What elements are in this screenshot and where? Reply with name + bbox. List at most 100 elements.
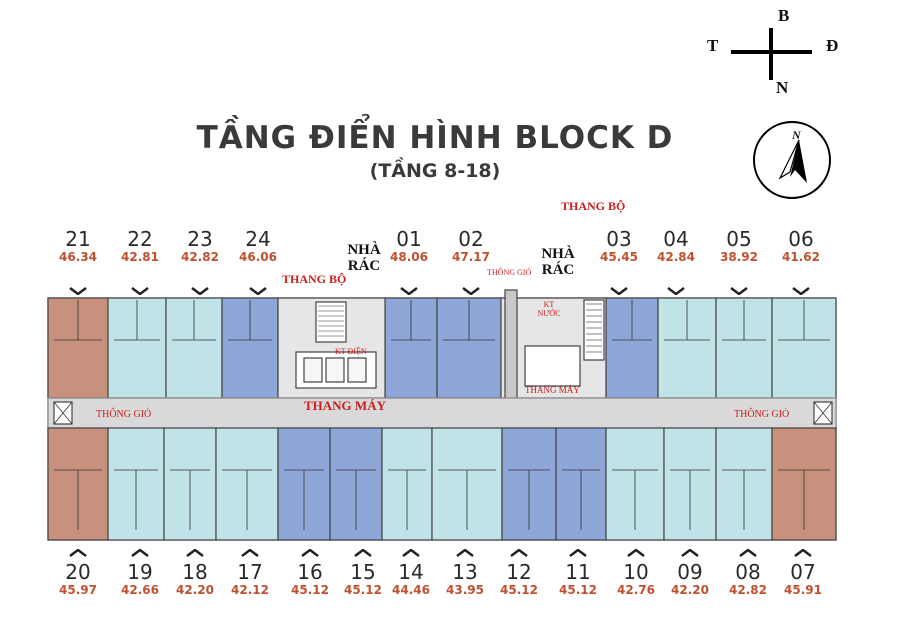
- ventilation-label-right: THÔNG GIÓ: [734, 409, 790, 420]
- unit-number: 12: [506, 560, 532, 584]
- compass-north-label: B: [778, 6, 790, 25]
- unit-number: 18: [182, 560, 208, 584]
- unit-number: 10: [623, 560, 649, 584]
- unit-number: 21: [65, 227, 91, 251]
- unit-number: 11: [565, 560, 591, 584]
- chevron-up-icon: [186, 549, 204, 557]
- chevron-up-icon: [627, 549, 645, 557]
- chevron-up-icon: [69, 549, 87, 557]
- chevron-up-icon: [354, 549, 372, 557]
- unit-area: 42.84: [657, 250, 695, 264]
- elevator-label-left: THANG MÁY: [304, 398, 386, 413]
- ventilation-label-middle: THÔNG GIÓ: [487, 268, 532, 277]
- unit-area: 42.66: [121, 583, 159, 597]
- chevron-down-icon: [462, 287, 480, 295]
- unit-number: 15: [350, 560, 376, 584]
- compass-cross: [731, 28, 812, 80]
- garbage-room-label-right: NHÀ RÁC: [541, 246, 575, 278]
- chevron-down-icon: [667, 287, 685, 295]
- unit-area: 42.82: [181, 250, 219, 264]
- unit-area: 45.91: [784, 583, 822, 597]
- unit-area: 42.76: [617, 583, 655, 597]
- chevron-up-icon: [131, 549, 149, 557]
- vent-cross: [53, 401, 73, 425]
- elevator-car: [325, 357, 345, 383]
- unit-area: 47.17: [452, 250, 490, 264]
- ventilation-shaft-middle: [504, 289, 518, 401]
- unit-area: 45.12: [344, 583, 382, 597]
- unit-area: 44.46: [392, 583, 430, 597]
- ventilation-label-left: THÔNG GIÓ: [96, 409, 152, 420]
- unit-area: 42.20: [671, 583, 709, 597]
- unit-area: 45.97: [59, 583, 97, 597]
- unit-area: 42.20: [176, 583, 214, 597]
- elevator-car: [347, 357, 367, 383]
- north-arrow-label: N: [792, 128, 801, 142]
- chevron-up-icon: [569, 549, 587, 557]
- unit-number: 07: [790, 560, 816, 584]
- chevron-down-icon: [610, 287, 628, 295]
- unit-area: 45.45: [600, 250, 638, 264]
- stairwell-right: [583, 299, 605, 361]
- chevron-down-icon: [730, 287, 748, 295]
- unit-area: 38.92: [720, 250, 758, 264]
- page-subtitle: (TẦNG 8-18): [369, 160, 501, 182]
- unit-number: 20: [65, 560, 91, 584]
- chevron-down-icon: [400, 287, 418, 295]
- elevator-shafts-right: [524, 345, 581, 387]
- unit-area: 45.12: [559, 583, 597, 597]
- chevron-down-icon: [792, 287, 810, 295]
- unit-number: 19: [127, 560, 153, 584]
- unit-number: 05: [726, 227, 752, 251]
- unit-area: 43.95: [446, 583, 484, 597]
- unit-area: 46.06: [239, 250, 277, 264]
- vent-cross: [813, 401, 833, 425]
- compass-west-label: T: [707, 36, 719, 55]
- unit-area: 42.82: [729, 583, 767, 597]
- unit-number: 24: [245, 227, 271, 251]
- unit-number: 16: [297, 560, 323, 584]
- unit-area: 42.81: [121, 250, 159, 264]
- page-title: TẦNG ĐIỂN HÌNH BLOCK D: [196, 120, 674, 156]
- chevron-up-icon: [510, 549, 528, 557]
- stair-label-left: THANG BỘ: [282, 272, 347, 286]
- compass-south-label: N: [776, 78, 789, 97]
- elevator-label-right: THANG MÁY: [525, 385, 580, 395]
- unit-number: 14: [398, 560, 424, 584]
- electric-room-label: KT ĐIỆN: [335, 347, 367, 356]
- chevron-up-icon: [456, 549, 474, 557]
- unit-area: 42.12: [231, 583, 269, 597]
- unit-area: 48.06: [390, 250, 428, 264]
- unit-number: 17: [237, 560, 263, 584]
- chevron-up-icon: [739, 549, 757, 557]
- unit-number: 22: [127, 227, 153, 251]
- water-room-label: KT NƯỚC: [537, 300, 561, 318]
- chevron-down-icon: [249, 287, 267, 295]
- floor-plan: [47, 289, 837, 541]
- unit-number: 13: [452, 560, 478, 584]
- unit-number: 02: [458, 227, 484, 251]
- elevator-car: [303, 357, 323, 383]
- chevron-up-icon: [301, 549, 319, 557]
- chevron-up-icon: [402, 549, 420, 557]
- unit-area: 46.34: [59, 250, 97, 264]
